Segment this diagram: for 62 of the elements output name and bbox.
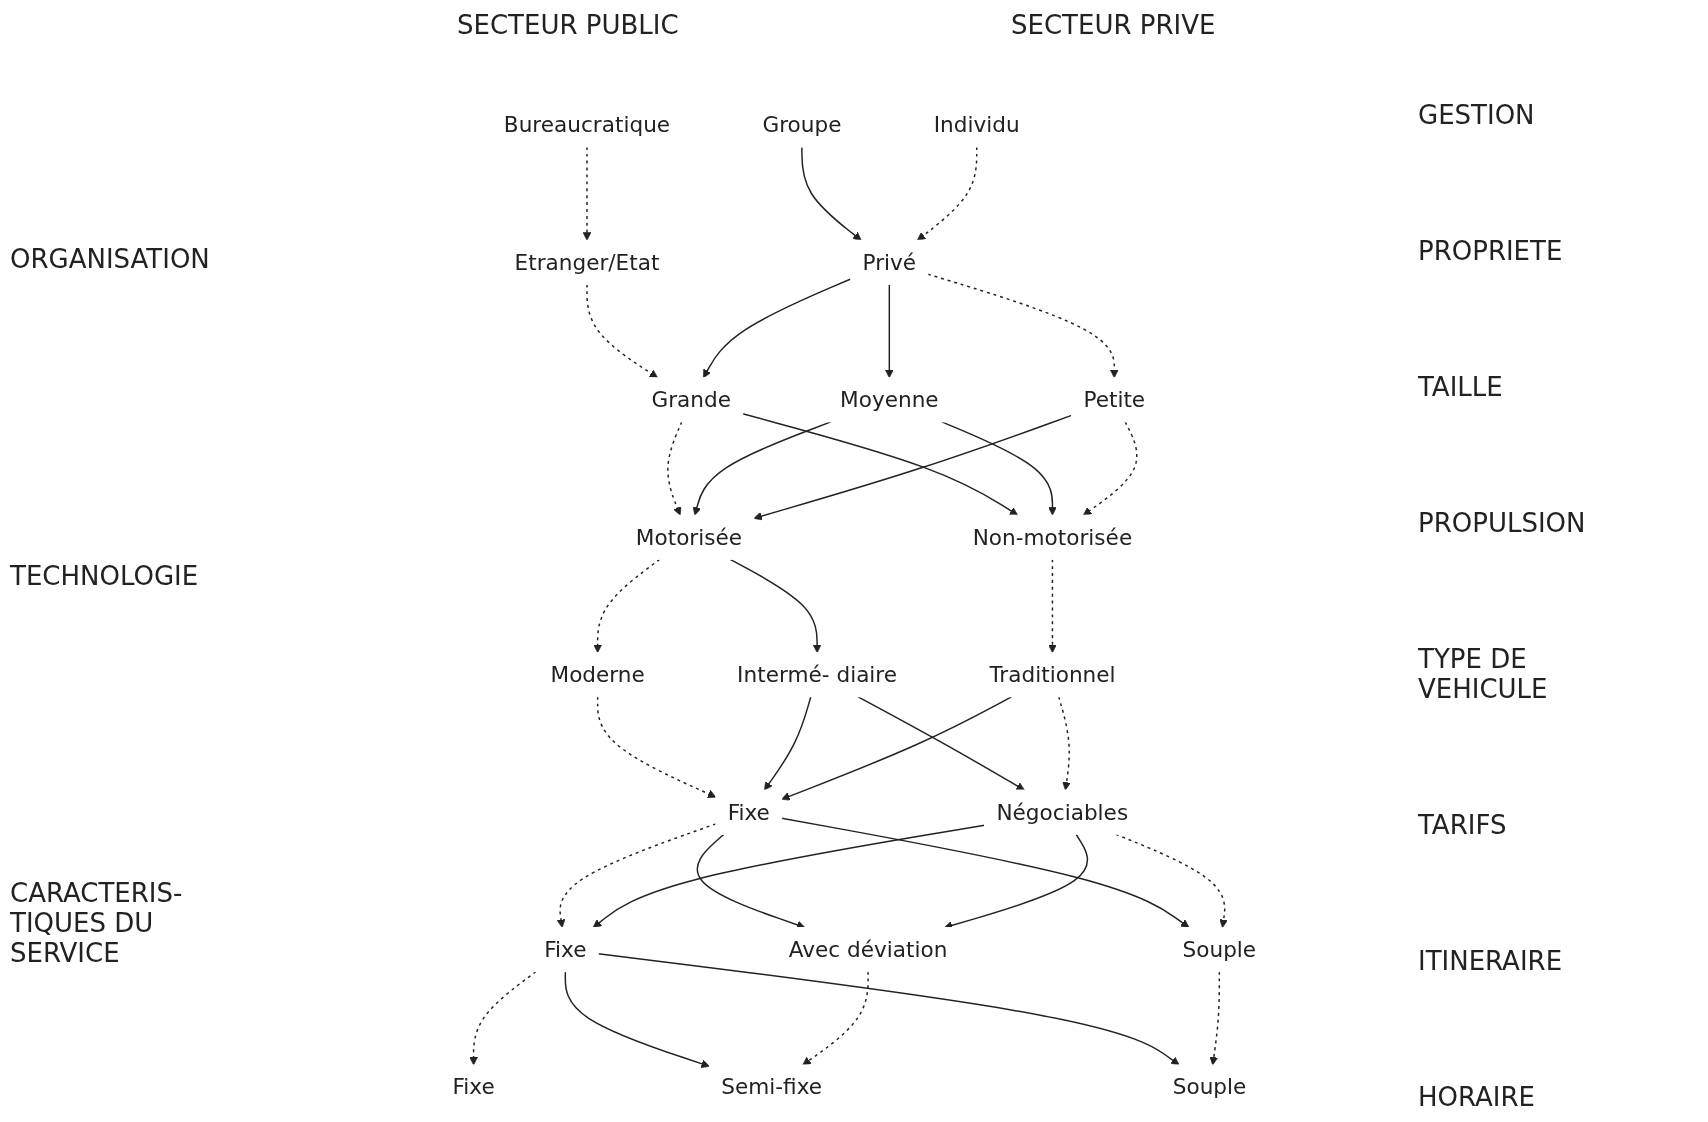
node-text: Souple	[1182, 937, 1256, 962]
node-text: Individu	[933, 112, 1020, 138]
column-heading: SECTEUR PUBLIC	[457, 10, 680, 42]
row-label: TARIFS	[1418, 810, 1508, 840]
row-label: ITINERAIRE	[1418, 946, 1564, 976]
node-text: Fixe	[727, 799, 770, 825]
category-label: TECHNOLOGIE	[10, 561, 200, 591]
arrow	[593, 558, 661, 654]
row-label: TAILLE	[1418, 372, 1504, 402]
node-text: Etranger/Etat	[514, 250, 660, 275]
category-label: ORGANISATION	[10, 243, 211, 274]
category-label: CARACTERIS- TIQUES DU SERVICE	[10, 878, 184, 969]
node-text: Intermé- diaire	[736, 662, 897, 687]
node-text: Semi-fixe	[720, 1074, 822, 1100]
arrow	[1082, 421, 1138, 516]
arrow	[592, 824, 986, 928]
arrow	[801, 970, 869, 1066]
arrow	[564, 970, 710, 1068]
node-text: Négociables	[996, 799, 1128, 825]
arrow	[692, 421, 832, 516]
row-label: PROPULSION	[1418, 508, 1587, 538]
arrow	[666, 421, 683, 516]
arrow	[857, 696, 1025, 791]
row-label: HORAIRE	[1418, 1082, 1536, 1112]
row-label: TYPE DE VEHICULE	[1418, 644, 1549, 704]
arrow	[468, 970, 537, 1066]
arrow	[763, 696, 812, 791]
arrow	[597, 953, 1180, 1066]
node-text: Moyenne	[839, 387, 939, 413]
arrow	[800, 146, 862, 241]
row-label: GESTION	[1418, 100, 1536, 130]
arrow	[702, 278, 852, 379]
column-heading: SECTEUR PRIVE	[1011, 10, 1217, 42]
arrow	[926, 273, 1119, 379]
node-text: Souple	[1172, 1074, 1247, 1100]
node-text: Traditionnel	[989, 662, 1116, 687]
node-text: Fixe	[452, 1074, 495, 1100]
arrow	[556, 823, 717, 928]
node-text: Fixe	[543, 937, 587, 962]
arrow	[1057, 696, 1071, 791]
arrow	[585, 283, 658, 379]
node-text: Bureaucratique	[503, 112, 670, 138]
node-text: Grande	[651, 387, 731, 413]
node-text: Groupe	[762, 112, 842, 138]
arrow	[582, 146, 591, 241]
node-text: Moderne	[550, 662, 645, 687]
arrow	[596, 696, 716, 798]
node-text: Motorisée	[635, 525, 742, 550]
arrow	[916, 146, 978, 241]
arrow	[1047, 558, 1057, 654]
node-text: Avec déviation	[788, 937, 948, 962]
node-text: Petite	[1083, 387, 1145, 413]
arrow	[729, 558, 822, 654]
node-text: Non-motorisée	[972, 525, 1132, 550]
node-text: Privé	[862, 250, 916, 275]
arrow	[741, 413, 1018, 516]
arrow	[884, 283, 894, 379]
arrow	[1209, 970, 1220, 1066]
row-label: PROPRIETE	[1418, 236, 1564, 266]
arrow	[780, 696, 1012, 801]
arrow	[780, 817, 1190, 928]
arrow	[753, 414, 1072, 521]
